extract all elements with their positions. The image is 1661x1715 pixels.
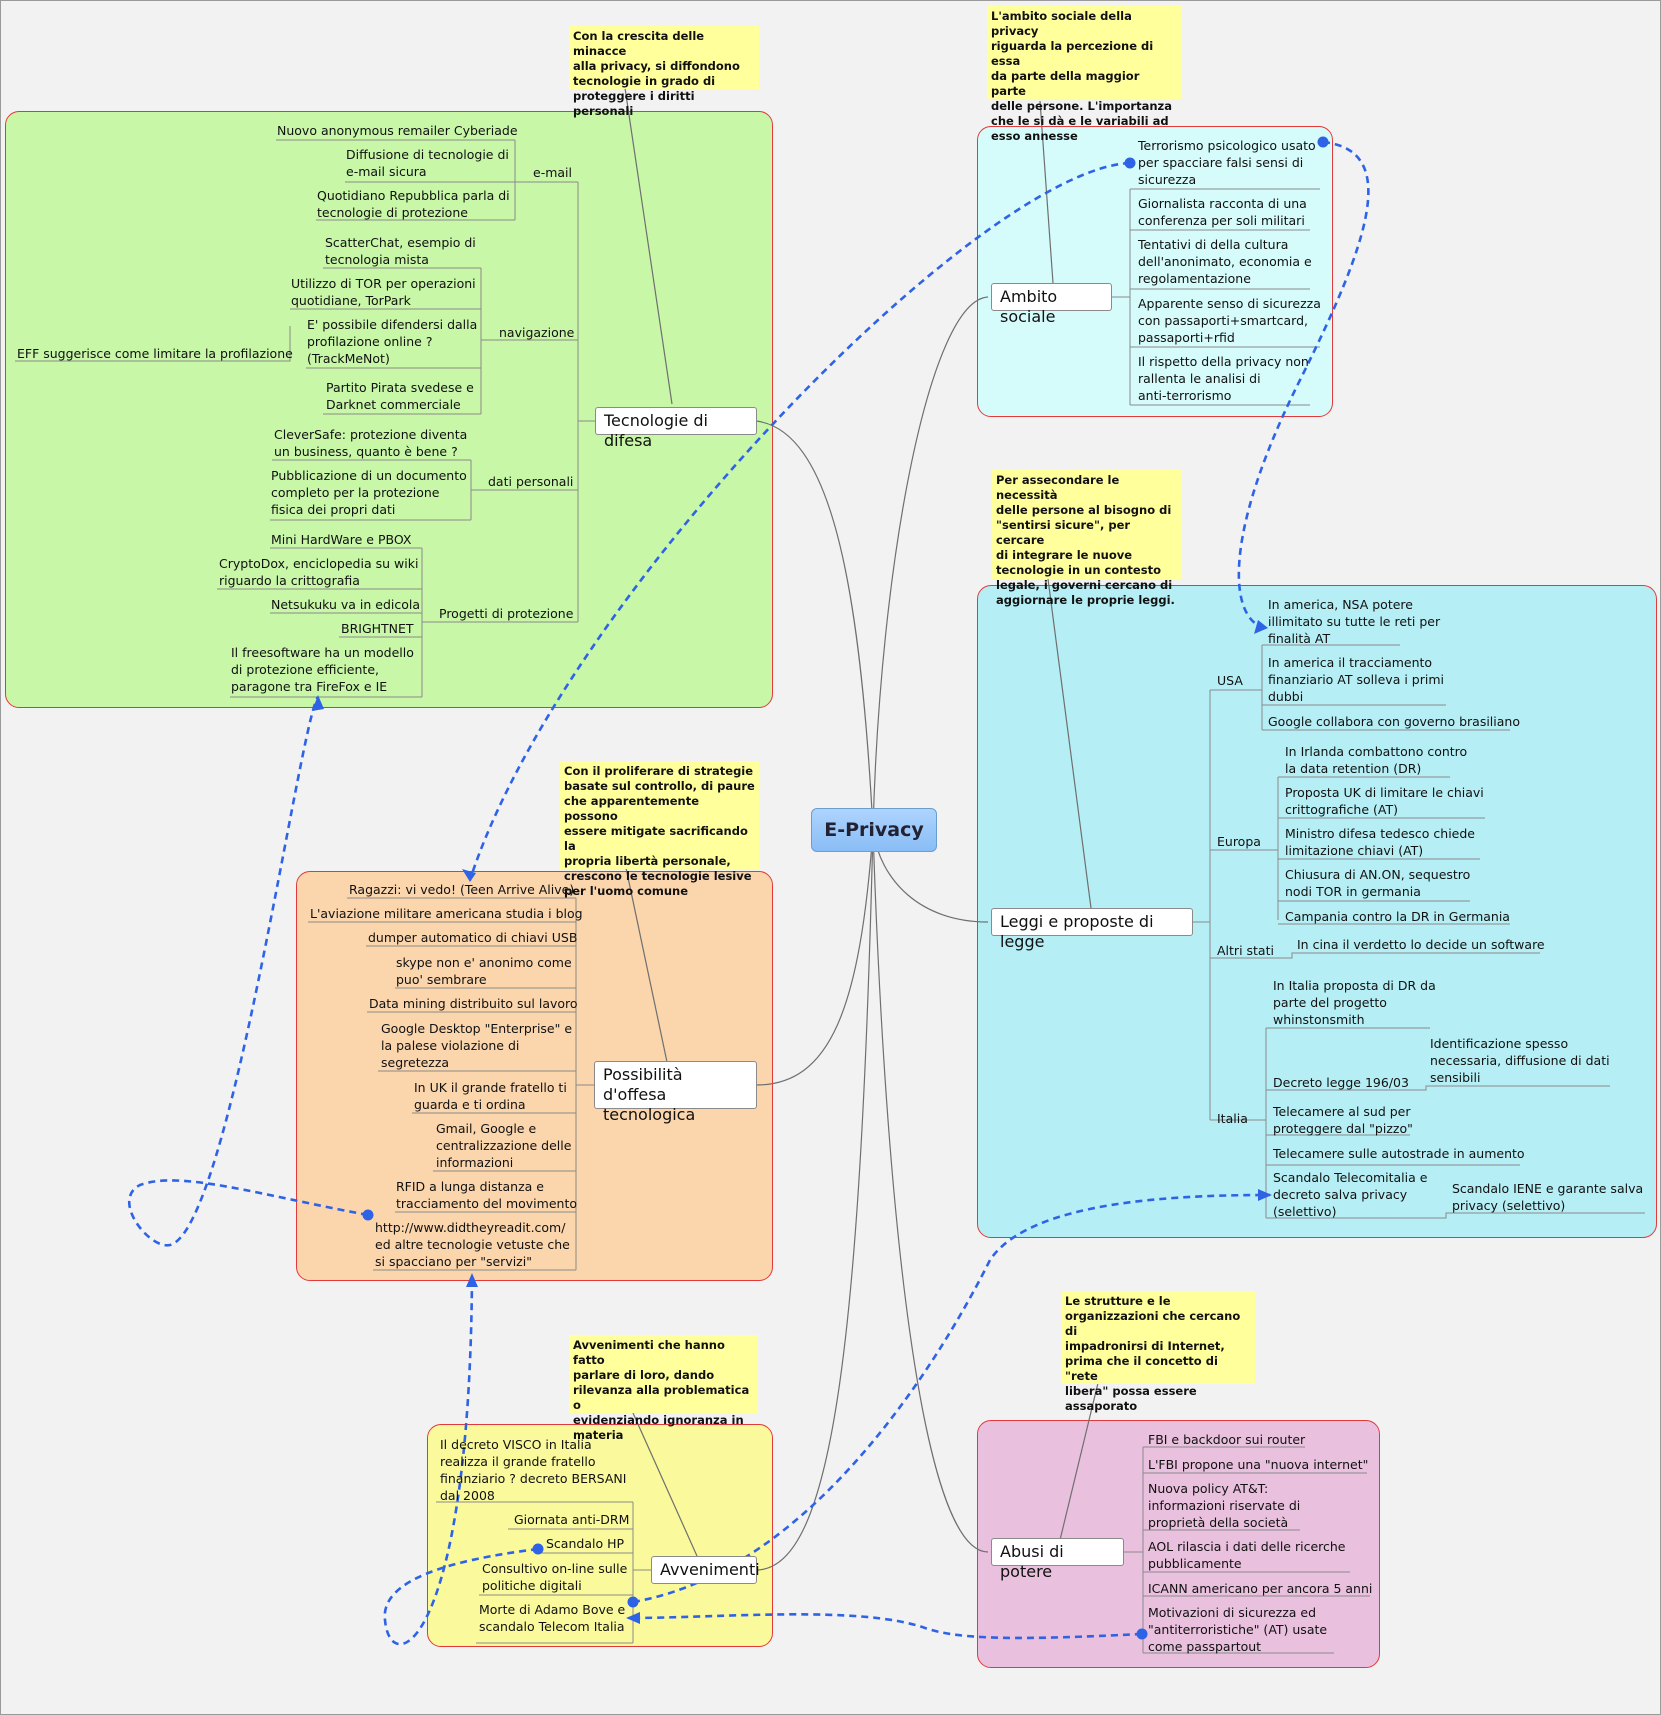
topic-ambito-sociale[interactable]: Ambito sociale <box>991 283 1112 326</box>
leaf-freesoftware[interactable]: Il freesoftware ha un modello di protezi… <box>231 645 414 694</box>
category-dati-personali[interactable]: dati personali <box>488 474 574 489</box>
leaf-adamo-bove[interactable]: Morte di Adamo Bove e scandalo Telecom I… <box>479 1602 626 1634</box>
leaf-scandalo-telecomitalia[interactable]: Scandalo Telecomitalia e decreto salva p… <box>1273 1170 1428 1219</box>
topic-possibilita-offesa[interactable]: Possibilità d'offesa tecnologica <box>594 1061 757 1124</box>
leaf-cyberiade[interactable]: Nuovo anonymous remailer Cyberiade <box>277 123 518 138</box>
leaf-netsukuku[interactable]: Netsukuku va in edicola <box>271 597 421 612</box>
leaf-documento-protezione[interactable]: Pubblicazione di un documento completo p… <box>271 468 467 517</box>
leaf-whinstonsmith[interactable]: In Italia proposta di DR da parte del pr… <box>1273 978 1436 1027</box>
leaf-decreto-visco[interactable]: Il decreto VISCO in Italia realizza il g… <box>440 1437 627 1503</box>
leaf-smartcard[interactable]: Apparente senso di sicurezza con passapo… <box>1138 296 1321 345</box>
leaf-anon-tor[interactable]: Chiusura di AN.ON, sequestro nodi TOR in… <box>1285 867 1471 899</box>
leaf-fbi-backdoor[interactable]: FBI e backdoor sui router <box>1148 1432 1306 1447</box>
leaf-campania-dr[interactable]: Campania contro la DR in Germania <box>1285 909 1510 924</box>
leaf-email-sicura[interactable]: Diffusione di tecnologie di e-mail sicur… <box>346 147 509 179</box>
note-offesa: Con il proliferare di strategie basate s… <box>560 761 759 898</box>
leaf-proposta-uk[interactable]: Proposta UK di limitare le chiavi critto… <box>1285 785 1484 817</box>
leaf-cryptodox[interactable]: CryptoDox, enciclopedia su wiki riguardo… <box>219 556 419 588</box>
leaf-cina[interactable]: In cina il verdetto lo decide un softwar… <box>1297 937 1545 952</box>
leaf-consultivo[interactable]: Consultivo on-line sulle politiche digit… <box>482 1561 628 1593</box>
leaf-google-brasile[interactable]: Google collabora con governo brasiliano <box>1268 714 1520 729</box>
leaf-eff[interactable]: EFF suggerisce come limitare la profilaz… <box>17 346 293 361</box>
leaf-uk-grande-fratello[interactable]: In UK il grande fratello ti guarda e ti … <box>414 1080 567 1112</box>
leaf-att-policy[interactable]: Nuova policy AT&T: informazioni riservat… <box>1148 1481 1301 1530</box>
category-altri-stati[interactable]: Altri stati <box>1217 943 1274 958</box>
category-italia[interactable]: Italia <box>1217 1111 1248 1126</box>
note-tecnologie: Con la crescita delle minacce alla priva… <box>569 26 759 118</box>
category-navigazione[interactable]: navigazione <box>499 325 575 340</box>
leaf-tracciamento-finanziario[interactable]: In america il tracciamento finanziario A… <box>1268 655 1444 704</box>
leaf-dumper-usb[interactable]: dumper automatico di chiavi USB <box>368 930 578 945</box>
topic-avvenimenti[interactable]: Avvenimenti <box>651 1556 760 1584</box>
topic-abusi-potere[interactable]: Abusi di potere <box>991 1538 1124 1581</box>
leaf-irlanda[interactable]: In Irlanda combattono contro la data ret… <box>1285 744 1468 776</box>
note-abusi: Le strutture e le organizzazioni che cer… <box>1061 1291 1255 1413</box>
leaf-rfid[interactable]: RFID a lunga distanza e tracciamento del… <box>396 1179 577 1211</box>
leaf-identificazione[interactable]: Identificazione spesso necessaria, diffu… <box>1430 1036 1610 1085</box>
leaf-gmail-google[interactable]: Gmail, Google e centralizzazione delle i… <box>436 1121 572 1170</box>
leaf-brightnet[interactable]: BRIGHTNET <box>341 621 414 636</box>
leaf-cleversafe[interactable]: CleverSafe: protezione diventa un busine… <box>274 427 468 459</box>
note-avvenimenti: Avvenimenti che hanno fatto parlare di l… <box>569 1335 758 1442</box>
topic-tecnologie-difesa[interactable]: Tecnologie di difesa <box>595 407 757 450</box>
leaf-decreto-196[interactable]: Decreto legge 196/03 <box>1273 1075 1409 1090</box>
leaf-fbi-nuova-internet[interactable]: L'FBI propone una "nuova internet" <box>1148 1457 1369 1472</box>
leaf-scandalo-iene[interactable]: Scandalo IENE e garante salva privacy (s… <box>1452 1181 1644 1213</box>
leaf-cultura-anonimato[interactable]: Tentativi di della cultura dell'anonimat… <box>1138 237 1312 286</box>
note-sociale: L'ambito sociale della privacy riguarda … <box>987 6 1182 143</box>
category-usa[interactable]: USA <box>1217 673 1243 688</box>
leaf-ministro-tedesco[interactable]: Ministro difesa tedesco chiede limitazio… <box>1285 826 1476 858</box>
topic-leggi[interactable]: Leggi e proposte di legge <box>991 908 1193 951</box>
leaf-data-mining[interactable]: Data mining distribuito sul lavoro <box>369 996 578 1011</box>
leaf-mini-hardware[interactable]: Mini HardWare e PBOX <box>271 532 412 547</box>
leaf-scandalo-hp[interactable]: Scandalo HP <box>546 1536 625 1551</box>
leaf-giornalista[interactable]: Giornalista racconta di una conferenza p… <box>1138 196 1307 228</box>
leaf-anti-drm[interactable]: Giornata anti-DRM <box>514 1512 630 1527</box>
leaf-repubblica[interactable]: Quotidiano Repubblica parla di tecnologi… <box>317 188 510 220</box>
central-topic[interactable]: E-Privacy <box>811 808 937 852</box>
leaf-torpark[interactable]: Utilizzo di TOR per operazioni quotidian… <box>291 276 476 308</box>
leaf-anti-terrorismo[interactable]: Il rispetto della privacy non rallenta l… <box>1138 354 1309 403</box>
category-europa[interactable]: Europa <box>1217 834 1261 849</box>
category-email[interactable]: e-mail <box>533 165 572 180</box>
leaf-aol[interactable]: AOL rilascia i dati delle ricerche pubbl… <box>1148 1539 1346 1571</box>
leaf-icann[interactable]: ICANN americano per ancora 5 anni <box>1148 1581 1373 1596</box>
note-leggi: Per assecondare le necessità delle perso… <box>992 470 1182 607</box>
leaf-partito-pirata[interactable]: Partito Pirata svedese e Darknet commerc… <box>326 380 474 412</box>
category-progetti[interactable]: Progetti di protezione <box>439 606 574 621</box>
leaf-trackmenot[interactable]: E' possibile difendersi dalla profilazio… <box>307 317 478 366</box>
leaf-scatterchat[interactable]: ScatterChat, esempio di tecnologia mista <box>325 235 476 267</box>
leaf-passpartout[interactable]: Motivazioni di sicurezza ed "antiterrori… <box>1148 1605 1328 1654</box>
leaf-nsa[interactable]: In america, NSA potere illimitato su tut… <box>1268 597 1441 646</box>
leaf-google-desktop[interactable]: Google Desktop "Enterprise" e la palese … <box>381 1021 573 1070</box>
leaf-terrorismo-psicologico[interactable]: Terrorismo psicologico usato per spaccia… <box>1138 138 1316 187</box>
leaf-teen-arrive-alive[interactable]: Ragazzi: vi vedo! (Teen Arrive Alive) <box>349 882 575 897</box>
leaf-telecamere-sud[interactable]: Telecamere al sud per proteggere dal "pi… <box>1273 1104 1413 1136</box>
leaf-aviazione-blog[interactable]: L'aviazione militare americana studia i … <box>310 906 583 921</box>
leaf-telecamere-autostrade[interactable]: Telecamere sulle autostrade in aumento <box>1273 1146 1525 1161</box>
leaf-skype[interactable]: skype non e' anonimo come puo' sembrare <box>396 955 572 987</box>
leaf-didtheyreadit[interactable]: http://www.didtheyreadit.com/ ed altre t… <box>375 1220 570 1269</box>
